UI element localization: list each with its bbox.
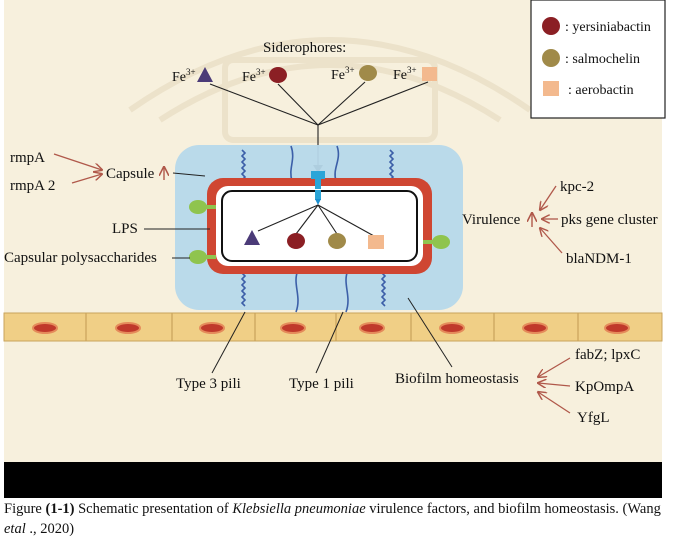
svg-text:Fe3+: Fe3+	[242, 67, 266, 85]
label-rmpA: rmpA	[10, 150, 45, 166]
fe-label-3: Fe3+	[331, 65, 355, 83]
arrow-kpompa	[538, 383, 571, 386]
arrow-yfgl	[538, 392, 571, 414]
arrow-fabz	[538, 357, 571, 377]
internal-lines	[257, 204, 375, 237]
label-fabz-lpxc: fabZ; lpxC	[575, 347, 640, 363]
svg-text:Fe3+: Fe3+	[172, 67, 196, 85]
label-biofilm-homeostasis: Biofilm homeostasis	[395, 371, 519, 387]
legend-label-aerobactin: : aerobactin	[568, 83, 634, 98]
label-virulence: Virulence	[462, 212, 521, 228]
host-nucleus	[604, 322, 630, 334]
polysaccharide-icon	[189, 200, 207, 214]
label-kpc2: kpc-2	[560, 179, 594, 195]
host-nucleus	[280, 322, 306, 334]
pilus-wave	[240, 269, 247, 307]
polysaccharide-icon	[432, 235, 450, 249]
salmochelin-icon	[359, 65, 377, 81]
aerobactin-internal-icon	[368, 235, 384, 249]
legend-label-salmochelin: : salmochelin	[565, 52, 640, 67]
purple-triangle-internal-icon	[244, 230, 260, 245]
label-lps: LPS	[112, 221, 138, 237]
caption-text-1: Schematic presentation of	[74, 501, 233, 517]
pilus-wave	[388, 149, 395, 184]
biofilm-leader-line	[407, 297, 453, 368]
fe-label-4: Fe3+	[393, 65, 417, 83]
host-cell-layer	[3, 312, 663, 342]
label-blandm1: blaNDM-1	[566, 251, 632, 267]
label-capsular-polysaccharides: Capsular polysaccharides	[4, 250, 157, 266]
yersiniabactin-legend-icon	[542, 17, 560, 35]
fe-label-2: Fe3+	[242, 67, 266, 85]
siderophore-receptor-icon	[311, 171, 325, 189]
svg-text:Fe3+: Fe3+	[331, 65, 355, 83]
pilus-wave	[240, 149, 247, 184]
figure-caption: Figure (1-1) Schematic presentation of K…	[4, 499, 674, 539]
label-type1-pili: Type 1 pili	[289, 376, 354, 392]
arrow-kpc2	[540, 185, 557, 210]
black-band	[4, 462, 662, 498]
host-nucleus	[199, 322, 225, 334]
arrow-rmpA	[53, 153, 102, 170]
caption-species: Klebsiella pneumoniae	[232, 501, 366, 517]
purple-triangle-icon	[197, 67, 213, 82]
host-nucleus	[359, 322, 385, 334]
caption-text-2: virulence factors, and biofilm homeostas…	[365, 501, 661, 517]
watermark	[128, 37, 532, 143]
aerobactin-icon	[422, 67, 437, 81]
arrow-blandm1	[540, 228, 563, 254]
polysaccharide-markers	[189, 200, 450, 264]
polysaccharide-icon	[189, 250, 207, 264]
host-nucleus	[32, 322, 58, 334]
caption-figure-number: (1-1)	[45, 501, 75, 517]
label-rmpA2: rmpA 2	[10, 178, 55, 194]
siderophores-title: Siderophores:	[263, 40, 346, 56]
pilus-curve	[334, 145, 340, 182]
caption-prefix: Figure	[4, 501, 46, 517]
yersiniabactin-internal-icon	[287, 233, 305, 249]
arrow-rmpA2	[71, 174, 102, 184]
type3-leader-line	[211, 311, 246, 374]
pilus-curve	[290, 145, 294, 182]
label-capsule: Capsule	[106, 166, 155, 182]
label-yfgl: YfgL	[577, 410, 610, 426]
legend-label-yersiniabactin: : yersiniabactin	[565, 20, 651, 35]
type1-leader-line	[315, 311, 344, 374]
salmochelin-internal-icon	[328, 233, 346, 249]
receptor-arrow-icon	[315, 199, 321, 205]
aerobactin-legend-icon	[543, 81, 559, 96]
diagram-panel: : yersiniabactin : salmochelin : aerobac…	[3, 0, 666, 498]
host-nucleus	[439, 322, 465, 334]
receptor-channel	[315, 190, 321, 200]
caption-text-3: ., 2020)	[25, 521, 75, 537]
capsule-leader-line	[172, 172, 206, 177]
salmochelin-legend-icon	[542, 49, 560, 67]
caption-etal: etal	[4, 521, 26, 537]
label-kpompa: KpOmpA	[575, 379, 634, 395]
legend: : yersiniabactin : salmochelin : aerobac…	[530, 0, 666, 119]
label-pks-gene-cluster: pks gene cluster	[561, 212, 658, 228]
host-nucleus	[115, 322, 141, 334]
svg-text:Fe3+: Fe3+	[393, 65, 417, 83]
host-nucleus	[522, 322, 548, 334]
label-type3-pili: Type 3 pili	[176, 376, 241, 392]
yersiniabactin-icon	[269, 67, 287, 83]
pilus-wave	[380, 269, 387, 307]
fe-label-1: Fe3+	[172, 67, 196, 85]
